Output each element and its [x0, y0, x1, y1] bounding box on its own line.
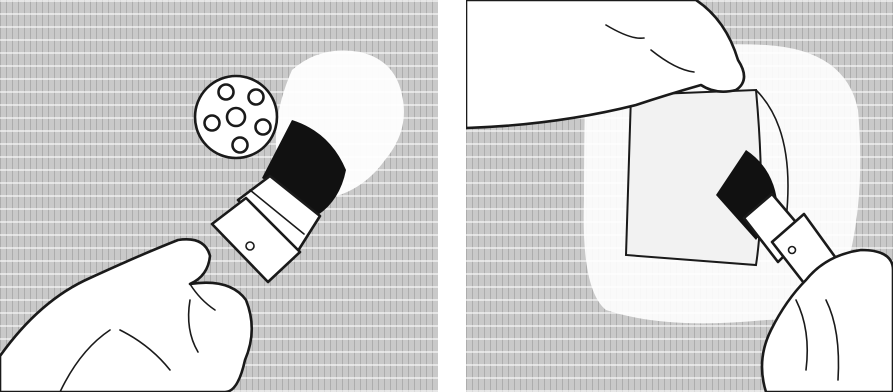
- hand: [0, 239, 252, 392]
- panel-gutter: [438, 0, 466, 392]
- left-illustration: [0, 0, 438, 392]
- right-panel: [466, 0, 893, 392]
- drain-cover-icon: [195, 76, 277, 158]
- left-panel: [0, 0, 438, 392]
- right-illustration: [466, 0, 893, 392]
